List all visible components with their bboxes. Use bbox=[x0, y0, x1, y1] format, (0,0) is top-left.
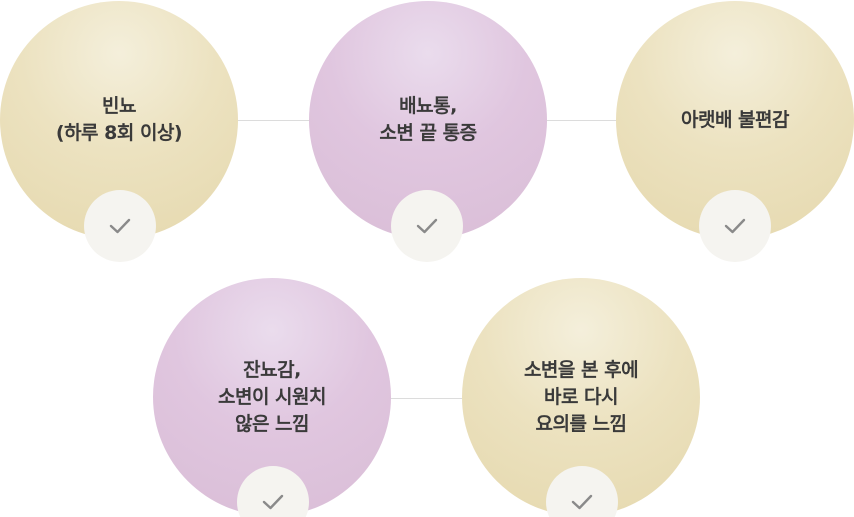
symptom-label-line: 잔뇨감, bbox=[243, 358, 301, 381]
symptom-label-line: 빈뇨 bbox=[102, 95, 136, 117]
symptom-label-line: 않은 느낌 bbox=[234, 412, 310, 435]
symptom-label: 아랫배 불편감 bbox=[681, 107, 790, 134]
symptom-label-line: 배뇨통, bbox=[399, 95, 457, 117]
symptom-label-line: 바로 다시 bbox=[543, 385, 619, 408]
symptom-label: 소변을 본 후에 바로 다시 요의를 느낌 bbox=[523, 357, 639, 438]
symptom-label-line: (하루 8회 이상) bbox=[55, 122, 183, 144]
connector-line bbox=[389, 398, 465, 399]
symptom-label-line: 아랫배 불편감 bbox=[681, 108, 790, 131]
check-badge bbox=[237, 466, 309, 517]
symptom-label-line: 소변이 시원치 bbox=[218, 385, 327, 408]
connector-line bbox=[236, 120, 310, 121]
check-icon bbox=[724, 218, 746, 234]
check-icon bbox=[571, 494, 593, 510]
symptom-circle-painful-urination: 배뇨통, 소변 끝 통증 bbox=[309, 1, 547, 239]
symptom-circle-residual-urine: 잔뇨감, 소변이 시원치 않은 느낌 bbox=[153, 278, 391, 516]
check-icon bbox=[416, 218, 438, 234]
symptom-label-line: 요의를 느낌 bbox=[535, 412, 627, 435]
symptom-label: 빈뇨 (하루 8회 이상) bbox=[55, 93, 183, 147]
symptom-label-line: 소변 끝 통증 bbox=[379, 122, 477, 144]
symptom-label: 잔뇨감, 소변이 시원치 않은 느낌 bbox=[218, 357, 327, 438]
check-icon bbox=[109, 218, 131, 234]
check-icon bbox=[262, 494, 284, 510]
check-badge bbox=[391, 190, 463, 262]
symptom-label: 배뇨통, 소변 끝 통증 bbox=[379, 93, 477, 147]
symptom-label-line: 소변을 본 후에 bbox=[523, 358, 639, 381]
check-badge bbox=[546, 466, 618, 517]
check-badge bbox=[84, 190, 156, 262]
check-badge bbox=[699, 190, 771, 262]
connector-line bbox=[544, 120, 618, 121]
